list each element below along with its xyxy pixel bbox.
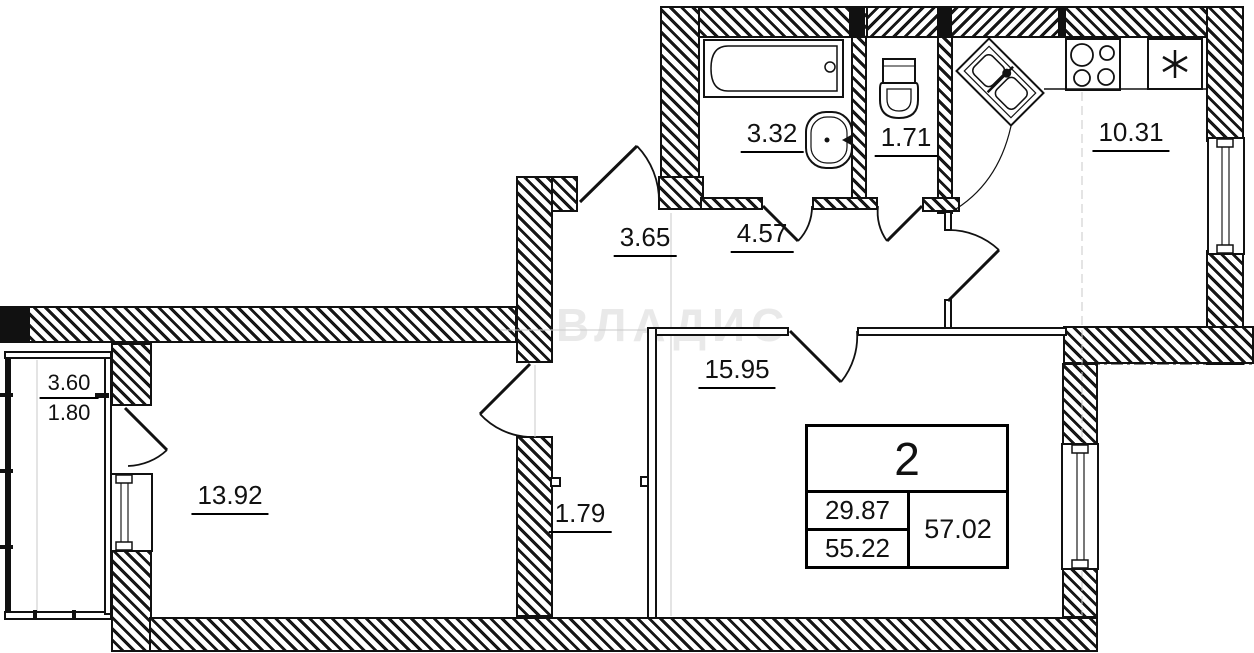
window-living-room [1061, 443, 1099, 570]
partition-walls [550, 211, 1067, 619]
wall-post [849, 8, 865, 36]
wall-post [937, 8, 952, 36]
axis-lines [36, 92, 1083, 616]
area-label-hall: 3.65 [613, 222, 677, 257]
area-label-balcony: 3.60 1.80 [39, 370, 99, 426]
wall-segment [658, 176, 704, 210]
stove-icon [1065, 38, 1121, 91]
fridge-icon [1147, 38, 1203, 90]
floor-area-value: 55.22 [824, 533, 891, 563]
wall-segment [866, 6, 1062, 38]
balcony-door [123, 406, 169, 467]
area-label-closet: 1.79 [548, 498, 612, 533]
window-kitchen [1207, 137, 1245, 255]
wall-segment [1062, 567, 1098, 618]
apartment-info-table: 2 29.87 55.22 57.02 [805, 424, 1009, 569]
bathroom-sink-icon [805, 111, 853, 169]
wall-post [1058, 8, 1066, 36]
bathtub-icon [703, 39, 844, 98]
living-area-value: 29.87 [808, 493, 907, 531]
wall-segment [1060, 6, 1208, 38]
wall-segment [516, 176, 553, 363]
bedroom-door [478, 362, 532, 438]
wall-segment [1063, 326, 1254, 364]
bathroom-door [761, 204, 813, 243]
area-label-bedroom: 13.92 [191, 480, 269, 515]
wall-segment [812, 197, 878, 210]
info-table-bottom: 29.87 55.22 57.02 [808, 493, 1006, 566]
kitchen-corner-sink-icon [950, 37, 1045, 213]
area-label-wc: 1.71 [874, 122, 938, 157]
window-bedroom-balcony [110, 473, 153, 552]
toilet-icon [879, 58, 919, 120]
total-area-value: 57.02 [924, 514, 992, 544]
wall-segment [700, 197, 763, 210]
wall-segment [1206, 6, 1244, 142]
wall-post [0, 308, 30, 341]
area-label-kitchen: 10.31 [1092, 117, 1170, 152]
living-room-door [788, 329, 859, 384]
wall-segment [149, 617, 1098, 652]
wall-segment [660, 6, 700, 180]
wc-door [876, 204, 924, 243]
kitchen-door [946, 229, 1001, 303]
area-label-corridor: 4.57 [730, 218, 794, 253]
area-label-bathroom: 3.32 [740, 118, 804, 153]
entrance-door [578, 144, 660, 204]
rooms-count: 2 [808, 427, 1006, 493]
watermark-logo: ВЛАДИС [556, 299, 791, 351]
doors [123, 144, 1001, 467]
area-label-living-room: 15.95 [698, 354, 776, 389]
wall-segment [111, 343, 152, 406]
wall-segment [922, 197, 960, 212]
wall-segment [0, 306, 517, 343]
info-table-left-column: 29.87 55.22 [808, 493, 910, 566]
